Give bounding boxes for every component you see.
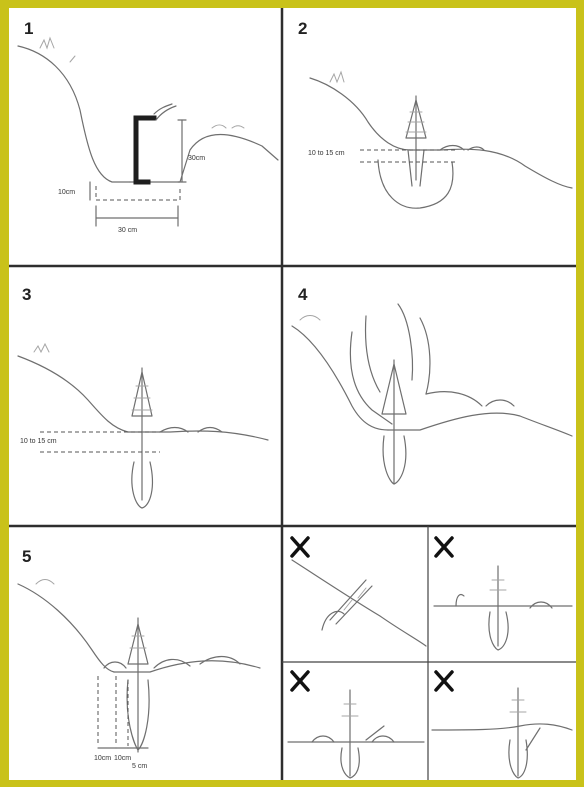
panel-2-number: 2: [298, 19, 307, 38]
wrong-example-3: [288, 672, 424, 778]
panel-5-label-1: 10cm: [94, 755, 111, 762]
wrong-example-2: [434, 538, 572, 650]
panel-5-label-3: 5 cm: [132, 763, 147, 770]
panel-1: 1 10cm 30cm 30 cm: [18, 19, 278, 234]
panel-grid: [9, 8, 576, 780]
wrong-example-4: [432, 672, 572, 778]
panel-3-depth-label: 10 to 15 cm: [20, 438, 57, 445]
panel-4-number: 4: [298, 285, 308, 304]
panel-1-width-label: 30 cm: [118, 227, 137, 234]
panel-1-number: 1: [24, 19, 33, 38]
panel-1-height-label: 30cm: [188, 155, 205, 162]
cross-mark-icon: [436, 672, 452, 690]
panel-2-depth-label: 10 to 15 cm: [308, 150, 345, 157]
cross-mark-icon: [292, 538, 308, 556]
panel-1-depth-label: 10cm: [58, 189, 75, 196]
panel-3: 3 10 to 15 cm: [18, 285, 268, 508]
wrong-example-1: [292, 538, 426, 646]
panel-2: 2 10 to 15 cm: [298, 19, 572, 208]
panel-3-number: 3: [22, 285, 31, 304]
cross-mark-icon: [292, 672, 308, 690]
panel-5-number: 5: [22, 547, 31, 566]
panel-5: 5 10cm 10cm 5 cm: [18, 547, 260, 770]
panel-5-label-2: 10cm: [114, 755, 131, 762]
panel-4: 4: [292, 285, 572, 484]
cross-mark-icon: [436, 538, 452, 556]
